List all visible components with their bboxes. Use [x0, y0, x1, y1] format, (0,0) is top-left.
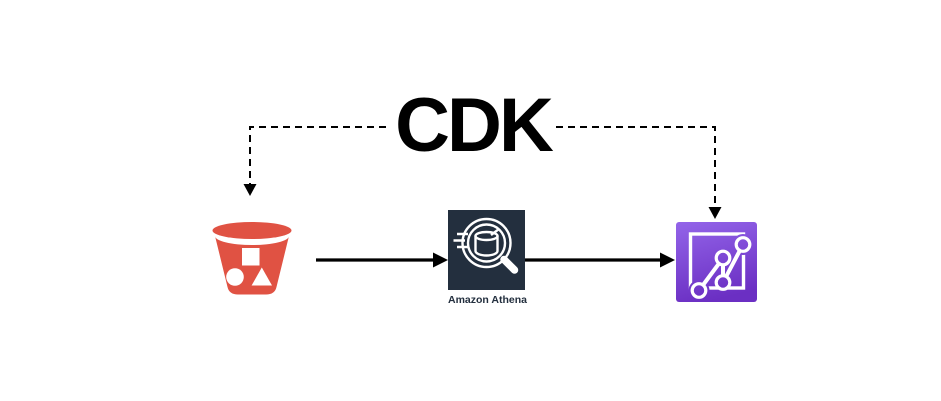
- node-s3-bucket: [212, 222, 292, 296]
- athena-magnifier-icon: [448, 210, 525, 290]
- athena-node-label: Amazon Athena: [448, 294, 527, 306]
- athena-to-analytics-arrowhead-icon: [660, 252, 675, 268]
- line-chart-icon: [676, 222, 757, 302]
- cdk-to-analytics-dashed-connector: [556, 126, 716, 207]
- s3-bucket-icon: [212, 222, 292, 295]
- node-analytics: [676, 222, 757, 302]
- node-athena: Amazon Athena: [448, 210, 527, 306]
- cdk-to-s3-arrowhead-icon: [243, 184, 257, 196]
- cdk-to-s3-dashed-connector: [249, 126, 386, 185]
- cdk-to-analytics-arrowhead-icon: [708, 207, 722, 219]
- s3-to-athena-arrowhead-icon: [433, 252, 448, 268]
- diagram-title: CDK: [395, 83, 554, 168]
